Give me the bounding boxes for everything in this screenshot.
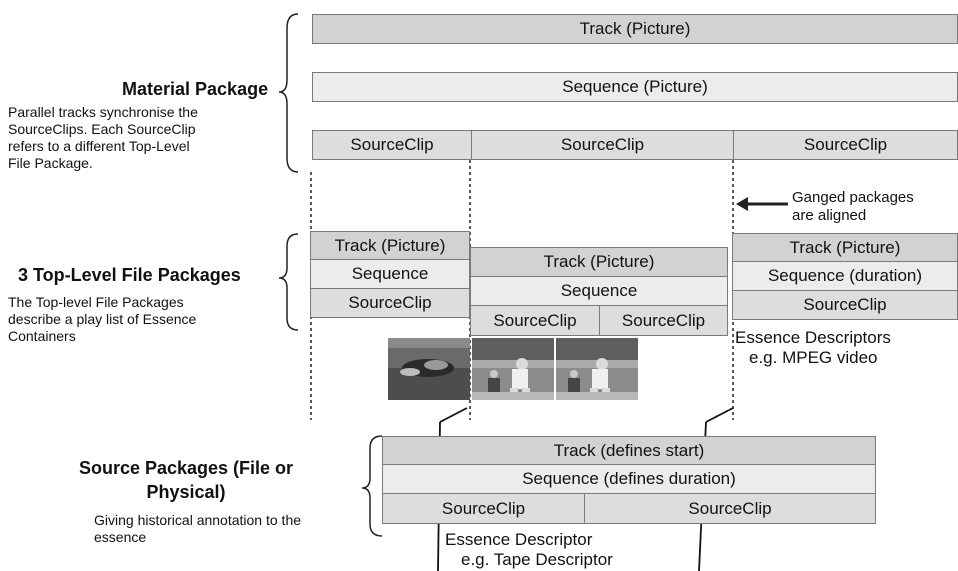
source-sourceclip-2: SourceClip: [584, 493, 876, 524]
material-sourceclip-2: SourceClip: [471, 130, 734, 160]
material-desc-line-1: Parallel tracks synchronise the: [8, 104, 198, 120]
connector-right-diag: [705, 407, 734, 423]
source-essence-line-2: e.g. Tape Descriptor: [461, 550, 613, 569]
fp2-sourceclip-2: SourceClip: [599, 305, 728, 336]
file-packages-desc-line-3: Containers: [8, 328, 76, 344]
file-packages-title: 3 Top-Level File Packages: [18, 265, 241, 285]
fp2-sequence: Sequence: [470, 276, 728, 306]
source-packages-title: Source Packages (File or Physical): [66, 456, 306, 504]
ganged-note-line-1: Ganged packages: [792, 189, 914, 206]
fp2-track: Track (Picture): [470, 247, 728, 277]
video-frame-thumbnail-2: [472, 338, 554, 400]
fp3-sequence: Sequence (duration): [732, 261, 958, 291]
fp2-sourceclip-1: SourceClip: [470, 305, 600, 336]
material-brace: [278, 13, 299, 173]
video-frame-thumbnail-3: [556, 338, 638, 400]
material-desc-line-3: refers to a different Top-Level: [8, 138, 190, 154]
ganged-arrow-head: [736, 197, 748, 211]
ganged-note-line-2: are aligned: [792, 207, 867, 224]
material-sequence: Sequence (Picture): [312, 72, 958, 102]
fp-essence-line-2: e.g. MPEG video: [749, 348, 878, 367]
file-packages-desc-line-2: describe a play list of Essence: [8, 311, 197, 327]
fp-essence-line-1: Essence Descriptors: [735, 328, 891, 347]
video-frame-thumbnail-1: [388, 338, 470, 400]
material-sourceclip-3: SourceClip: [733, 130, 958, 160]
fp1-track: Track (Picture): [310, 231, 470, 260]
material-desc-line-2: SourceClips. Each SourceClip: [8, 121, 196, 137]
material-package-description: Parallel tracks synchronise the SourceCl…: [8, 104, 283, 172]
source-sourceclip-1: SourceClip: [382, 493, 585, 524]
source-packages-desc-line-1: Giving historical annotation to the: [94, 512, 302, 528]
source-packages-title-line-1: Source Packages (File or: [78, 458, 294, 478]
source-packages-brace: [361, 435, 383, 537]
fp-essence-descriptors: Essence Descriptors e.g. MPEG video: [735, 328, 891, 368]
material-desc-line-4: File Package.: [8, 155, 93, 171]
file-packages-desc-line-1: The Top-level File Packages: [8, 294, 184, 310]
material-sourceclip-1: SourceClip: [312, 130, 472, 160]
file-packages-brace: [278, 233, 299, 331]
fp1-sourceclip: SourceClip: [310, 288, 470, 318]
fp1-sequence: Sequence: [310, 259, 470, 289]
material-package-title: Material Package: [122, 79, 269, 99]
connector-left-diag: [439, 407, 468, 423]
fp3-track: Track (Picture): [732, 233, 958, 262]
source-packages-description: Giving historical annotation to the esse…: [94, 512, 364, 546]
source-track: Track (defines start): [382, 436, 876, 465]
fp3-sourceclip: SourceClip: [732, 290, 958, 320]
source-packages-desc-line-2: essence: [94, 529, 147, 545]
source-essence-line-1: Essence Descriptor: [445, 530, 593, 549]
source-packages-title-line-2: Physical): [146, 482, 226, 502]
source-essence-descriptor: Essence Descriptor e.g. Tape Descriptor: [445, 530, 613, 570]
file-packages-description: The Top-level File Packages describe a p…: [8, 294, 283, 345]
material-track: Track (Picture): [312, 14, 958, 44]
source-sequence: Sequence (defines duration): [382, 464, 876, 494]
ganged-note: Ganged packages are aligned: [792, 189, 914, 225]
